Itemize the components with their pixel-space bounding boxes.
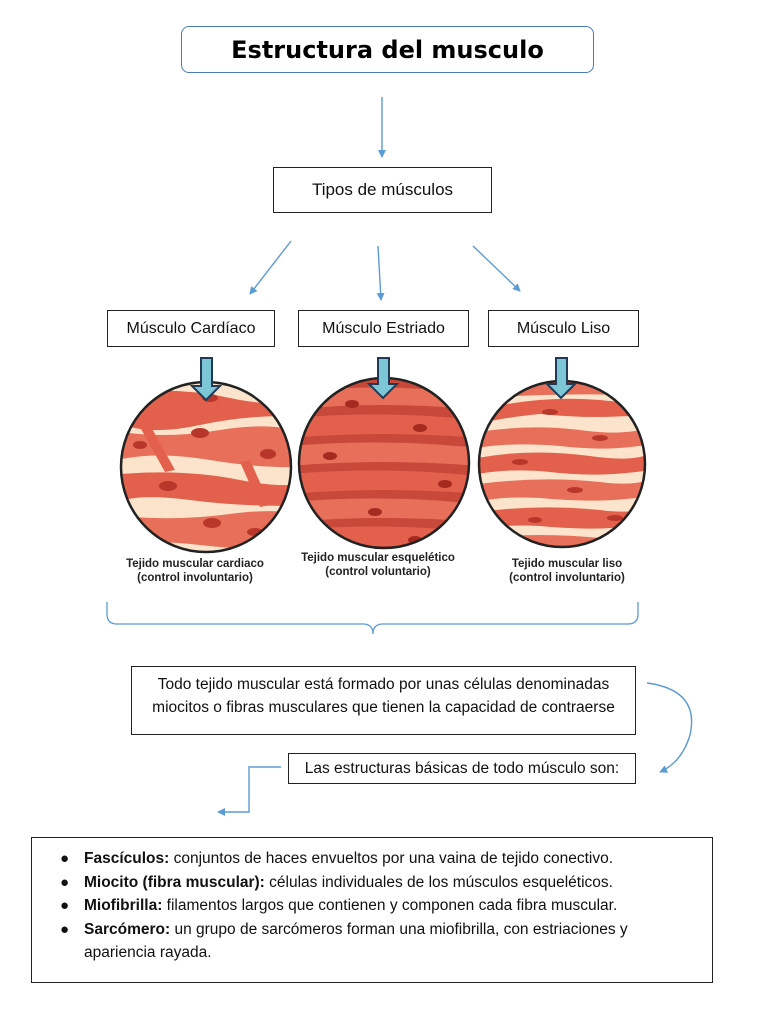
elbow-arrow — [217, 766, 281, 816]
list-item-term: Fascículos: — [84, 850, 170, 867]
list-item-desc: un grupo de sarcómeros forman una miofib… — [84, 920, 628, 962]
caption-smooth: Tejido muscular liso (control involuntar… — [467, 557, 667, 585]
structures-label-box: Las estructuras básicas de todo músculo … — [288, 753, 636, 784]
caption-smooth-name: Tejido muscular liso — [511, 558, 623, 570]
list-item-term: Miofibrilla: — [84, 897, 163, 914]
page-title: Estructura del musculo — [181, 26, 594, 73]
bullet-icon: ● — [60, 897, 70, 914]
caption-cardiac-name: Tejido muscular cardiaco — [126, 558, 264, 570]
list-item: ● Miofibrilla: filamentos largos que cont… — [60, 894, 696, 918]
caption-cardiac: Tejido muscular cardiaco (control involu… — [95, 557, 295, 585]
list-item-desc: células individuales de los músculos esq… — [264, 873, 613, 891]
grouping-brace — [106, 602, 639, 635]
curved-arrow — [646, 682, 693, 773]
category-striated: Músculo Estriado — [298, 310, 469, 347]
bullet-icon: ● — [60, 873, 70, 891]
info-box: Todo tejido muscular está formado por un… — [131, 666, 636, 735]
list-item-term: Miocito (fibra muscular): — [84, 873, 265, 891]
cardiac-tissue-image — [121, 382, 291, 552]
caption-skeletal: Tejido muscular esquelético (control vol… — [278, 551, 478, 579]
structures-list-box: ● Fascículos: conjuntos de haces envuelto… — [31, 837, 713, 983]
arrow-to-smooth — [472, 245, 521, 292]
bullet-icon: ● — [60, 920, 70, 938]
down-arrow-striated — [366, 357, 400, 400]
types-box: Tipos de músculos — [273, 167, 492, 213]
down-arrow-smooth — [544, 357, 578, 400]
down-arrow-cardiac — [189, 357, 223, 402]
smooth-tissue-image — [479, 381, 645, 547]
category-cardiac: Músculo Cardíaco — [107, 310, 275, 347]
category-smooth: Músculo Liso — [488, 310, 639, 347]
structures-list: ● Fascículos: conjuntos de haces envuelto… — [60, 847, 696, 965]
list-item-desc: filamentos largos que contienen y compon… — [162, 897, 618, 914]
caption-smooth-control: (control involuntario) — [509, 572, 625, 584]
list-item: ● Fascículos: conjuntos de haces envuelto… — [60, 847, 696, 871]
skeletal-tissue-image — [299, 378, 469, 548]
caption-skeletal-control: (control voluntario) — [325, 566, 431, 578]
arrow-to-cardiac — [249, 240, 292, 295]
caption-cardiac-control: (control involuntario) — [137, 572, 253, 584]
list-item: ● Miocito (fibra muscular): células indiv… — [60, 871, 696, 895]
list-item: ● Sarcómero: un grupo de sarcómeros forma… — [60, 918, 696, 965]
list-item-desc: conjuntos de haces envueltos por una vai… — [169, 850, 614, 867]
list-item-term: Sarcómero: — [84, 920, 171, 938]
arrow-to-striated — [376, 245, 385, 301]
caption-skeletal-name: Tejido muscular esquelético — [301, 552, 455, 564]
bullet-icon: ● — [60, 850, 70, 867]
